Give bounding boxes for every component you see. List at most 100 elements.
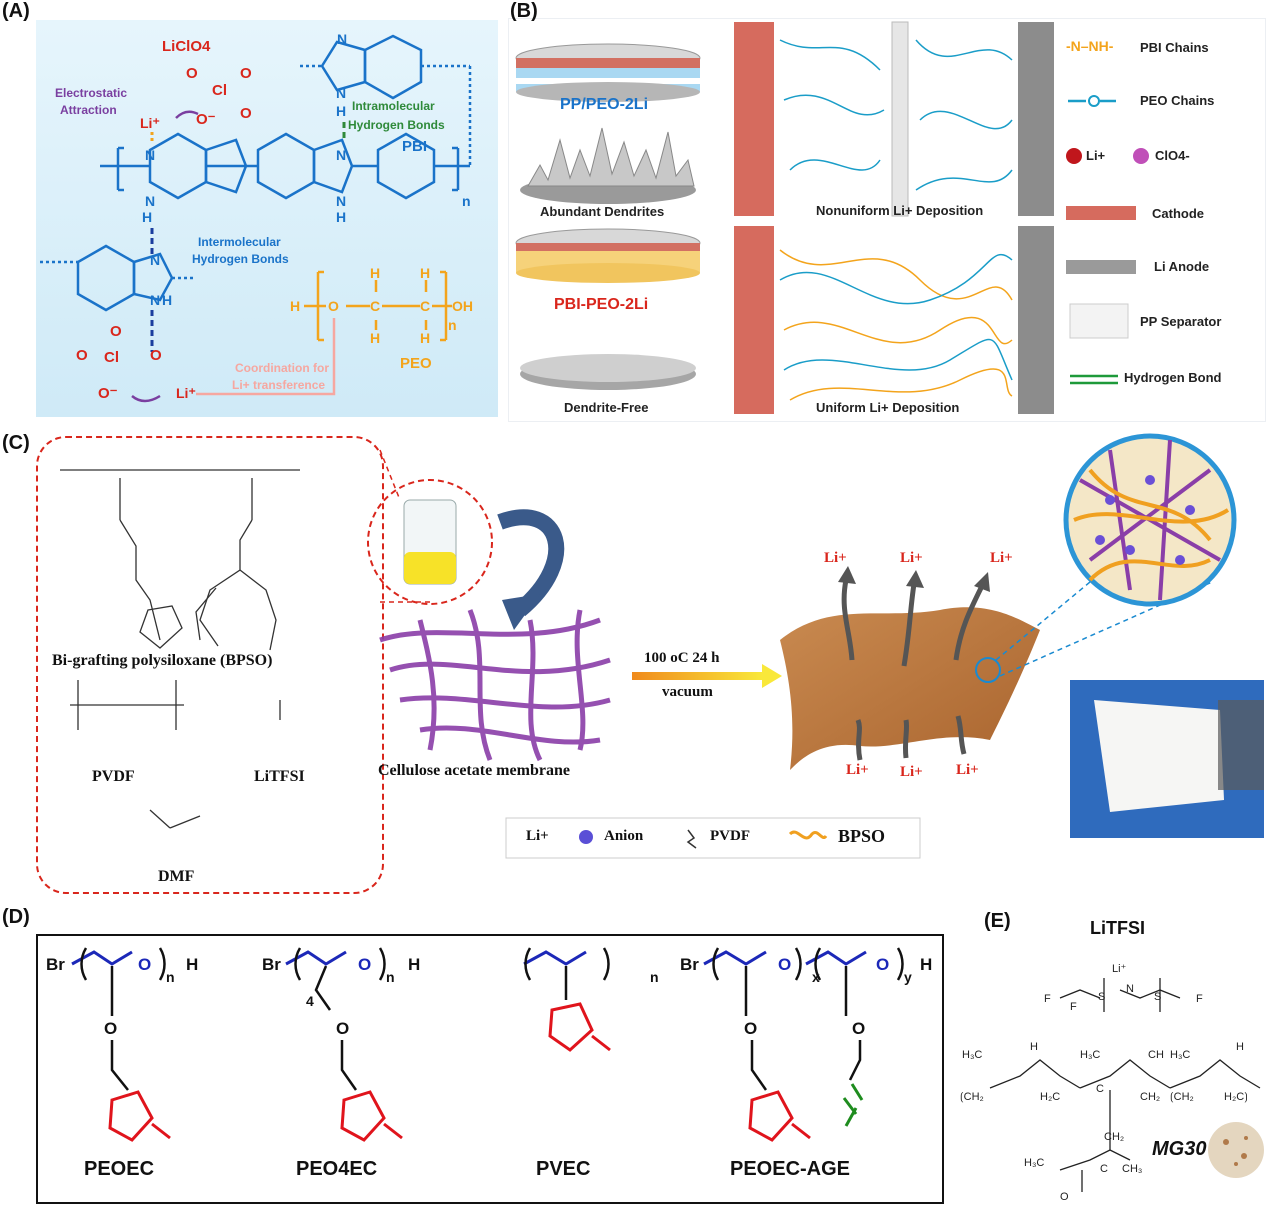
svg-text:O: O [150, 347, 162, 364]
svg-text:Cl: Cl [212, 82, 227, 99]
svg-text:O: O [138, 955, 151, 974]
svg-text:H: H [370, 265, 380, 281]
panel-a-label: (A) [2, 0, 30, 22]
svg-text:O: O [358, 955, 371, 974]
legend-li: Li+ [1086, 148, 1106, 163]
svg-text:F: F [1196, 993, 1203, 1005]
svg-text:N: N [145, 147, 155, 163]
svg-text:O: O [876, 955, 889, 974]
svg-text:H₂C: H₂C [1040, 1091, 1060, 1103]
svg-text:H: H [290, 298, 300, 314]
svg-text:O⁻: O⁻ [98, 385, 118, 402]
svg-text:Br: Br [262, 955, 281, 974]
svg-text:O: O [186, 65, 198, 82]
panel-d-frame [36, 934, 944, 1204]
svg-text:N: N [150, 252, 160, 268]
licl-o4-label: LiClO4 [162, 38, 211, 55]
svg-text:H: H [1236, 1041, 1244, 1053]
svg-text:CH₃: CH₃ [1122, 1163, 1142, 1175]
svg-text:CH₂: CH₂ [1140, 1091, 1160, 1103]
svg-text:N: N [336, 147, 346, 163]
svg-text:⟮CH₂: ⟮CH₂ [1170, 1091, 1194, 1103]
svg-text:F: F [1044, 993, 1051, 1005]
legend-peo-chains: PEO Chains [1140, 93, 1215, 108]
pvdf-label: PVDF [92, 768, 135, 785]
legend-pp-separator: PP Separator [1140, 314, 1222, 329]
polymer-pvec: PVEC [536, 1158, 591, 1180]
li-ion-bottom-1: Li+ [846, 762, 869, 778]
svg-text:H: H [420, 265, 430, 281]
panel-e-label: (E) [984, 910, 1011, 932]
svg-text:n: n [462, 193, 471, 209]
svg-text:O: O [852, 1019, 865, 1038]
svg-text:O: O [240, 105, 252, 122]
pp-peo-label: PP/PEO-2Li [560, 96, 649, 113]
li-ion-bottom-2: Li+ [900, 764, 923, 780]
svg-text:N: N [336, 193, 346, 209]
svg-text:OH: OH [452, 298, 473, 314]
hbond-label-a1: Hydrogen Bonds [348, 118, 445, 132]
legend-li-anode: Li Anode [1154, 259, 1210, 274]
svg-text:H: H [336, 209, 346, 225]
svg-text:H: H [370, 330, 380, 346]
svg-text:n: n [386, 969, 395, 985]
nonuniform-deposition-label: Nonuniform Li+ Deposition [816, 203, 984, 218]
svg-text:CH₂: CH₂ [1104, 1131, 1124, 1143]
svg-text:N: N [336, 85, 346, 101]
intramolecular-label: Intramolecular [352, 99, 435, 113]
li-ion-top-3: Li+ [990, 550, 1013, 566]
li-ion-top-1: Li+ [824, 550, 847, 566]
svg-text:Li⁺: Li⁺ [140, 115, 160, 131]
svg-text:H: H [336, 103, 346, 119]
panel-e-title: LiTFSI [1090, 918, 1145, 938]
svg-text:H: H [420, 330, 430, 346]
legend-c-anion: Anion [604, 828, 644, 844]
svg-text:N: N [150, 292, 160, 308]
coordination-label: Coordination for [235, 361, 329, 375]
svg-text:O: O [1060, 1191, 1069, 1203]
svg-text:n: n [448, 317, 457, 333]
svg-text:H: H [408, 955, 420, 974]
bpso-label: Bi-grafting polysiloxane (BPSO) [52, 652, 273, 669]
svg-text:C: C [420, 298, 430, 314]
svg-text:S: S [1154, 991, 1161, 1003]
svg-text:Br: Br [46, 955, 65, 974]
svg-text:Br: Br [680, 955, 699, 974]
uniform-deposition-label: Uniform Li+ Deposition [816, 400, 960, 415]
legend-hydrogen-bond: Hydrogen Bond [1124, 370, 1222, 385]
svg-text:Li⁺: Li⁺ [176, 385, 196, 401]
li-ion-top-2: Li+ [900, 550, 923, 566]
svg-text:⟮CH₂: ⟮CH₂ [960, 1091, 984, 1103]
panel-d-label: (D) [2, 906, 30, 928]
svg-text:O: O [744, 1019, 757, 1038]
polymer-peoec-age: PEOEC-AGE [730, 1158, 851, 1180]
svg-text:n: n [166, 969, 175, 985]
svg-text:S: S [1098, 991, 1105, 1003]
pbi-peo-label: PBI-PEO-2Li [554, 296, 649, 313]
svg-text:4: 4 [306, 993, 314, 1009]
polymer-peo4ec: PEO4EC [296, 1158, 378, 1180]
svg-text:Li⁺: Li⁺ [1112, 963, 1127, 975]
legend-pbi-chains: PBI Chains [1140, 40, 1209, 55]
svg-text:O: O [778, 955, 791, 974]
intermolecular-label: Intermolecular [198, 235, 281, 249]
legend-clo4: ClO4- [1155, 148, 1190, 163]
condition-vacuum: vacuum [662, 684, 713, 700]
hbond-label-a2: Hydrogen Bonds [192, 252, 289, 266]
panel-a-background [36, 20, 498, 417]
membrane-label: Cellulose acetate membrane [378, 762, 570, 779]
svg-text:H₃C: H₃C [1170, 1049, 1190, 1061]
reagents-box [36, 436, 384, 894]
svg-text:y: y [904, 969, 912, 985]
svg-text:H: H [162, 292, 172, 308]
svg-text:H: H [142, 209, 152, 225]
svg-text:C: C [1100, 1163, 1108, 1175]
svg-text:H₃C: H₃C [1080, 1049, 1100, 1061]
legend-c-bpso: BPSO [838, 826, 886, 846]
svg-text:H: H [186, 955, 198, 974]
svg-text:O: O [240, 65, 252, 82]
